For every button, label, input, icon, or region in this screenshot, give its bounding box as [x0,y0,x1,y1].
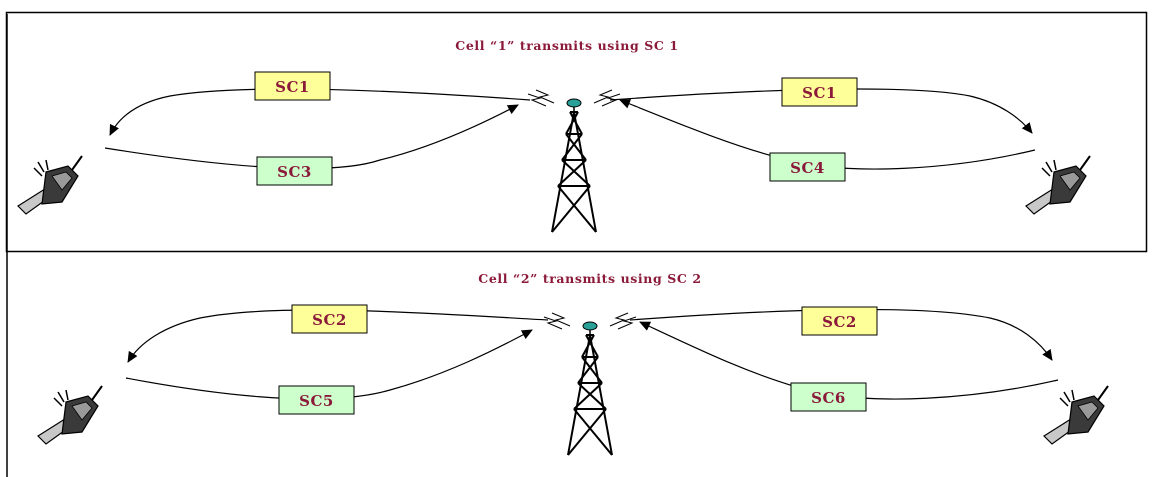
svg-text:SC2: SC2 [312,311,347,329]
sc-label-uplink-right: SC6 [791,383,866,411]
cell-tower-icon [528,90,620,232]
cell-tower-icon [544,313,636,455]
sc-label-downlink-right: SC2 [802,307,877,335]
sc-label-downlink-left: SC2 [292,305,367,333]
cell-2-group: Cell “2” transmits using SC 2 SC2 SC5 SC… [38,271,1108,455]
sc-label-uplink-left: SC5 [279,386,354,414]
svg-text:SC1: SC1 [802,84,837,102]
svg-text:SC1: SC1 [275,78,310,96]
sc-label-downlink-left: SC1 [255,72,330,100]
svg-text:SC6: SC6 [811,389,846,407]
mobile-phone-icon [1044,386,1108,444]
cell-1-group: Cell “1” transmits using SC 1 SC1 SC3 SC… [18,38,1090,232]
svg-text:SC3: SC3 [277,163,312,181]
svg-text:SC2: SC2 [822,313,857,331]
cell-1-title: Cell “1” transmits using SC 1 [455,38,678,53]
sc-label-downlink-right: SC1 [782,78,857,106]
svg-text:SC4: SC4 [790,159,825,177]
mobile-phone-icon [18,156,82,214]
cell-2-title: Cell “2” transmits using SC 2 [478,271,701,286]
mobile-phone-icon [1026,156,1090,214]
sc-label-uplink-right: SC4 [770,153,845,181]
sc-label-uplink-left: SC3 [257,157,332,185]
mobile-phone-icon [38,386,102,444]
svg-text:SC5: SC5 [299,392,334,410]
